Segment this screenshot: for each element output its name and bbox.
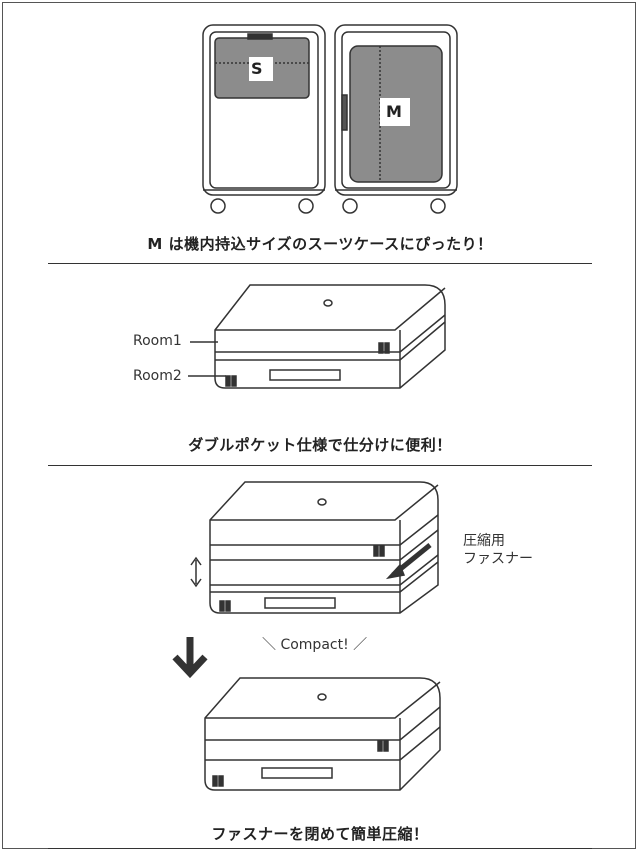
caption-fit: M は機内持込サイズのスーツケースにぴったり！ — [147, 235, 493, 253]
room1-label: Room1 — [133, 333, 182, 349]
compression-zipper-label-2: ファスナー — [463, 551, 533, 567]
open-suitcase-illustration — [202, 24, 458, 214]
expanded-suitcase-illustration — [172, 481, 439, 679]
divider — [48, 848, 592, 849]
compressed-suitcase-illustration — [204, 677, 441, 791]
expand-arrow-icon — [190, 556, 202, 588]
divider — [48, 263, 592, 264]
compression-zipper-label-1: 圧縮用 — [463, 533, 505, 549]
caption-double-pocket: ダブルポケット仕様で仕分けに便利！ — [188, 436, 452, 454]
double-pocket-suitcase-illustration — [188, 284, 446, 389]
pouch-s-label: S — [251, 59, 263, 78]
pouch-m-label: M — [386, 102, 402, 121]
room2-label: Room2 — [133, 368, 182, 384]
down-arrow-icon — [172, 637, 208, 679]
divider — [48, 465, 592, 466]
caption-compress: ファスナーを閉めて簡単圧縮！ — [211, 825, 429, 843]
compact-label: ＼ Compact! ／ — [262, 637, 368, 653]
